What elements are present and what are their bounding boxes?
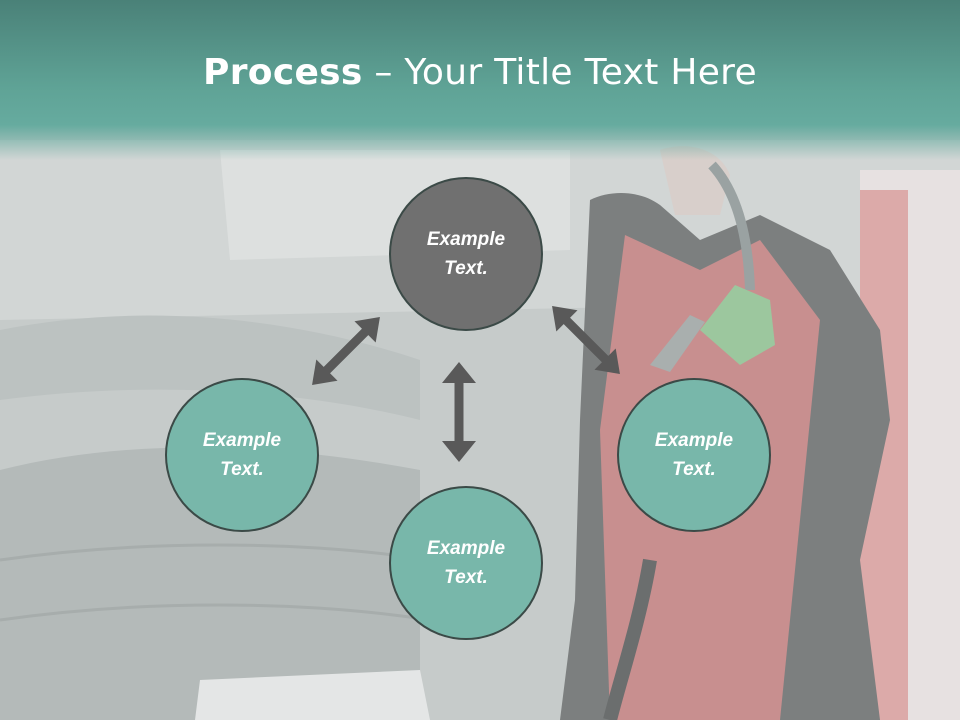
node-left-line1: Example	[202, 430, 282, 451]
process-node-left: Example Text.	[165, 378, 319, 532]
process-node-right: Example Text.	[617, 378, 771, 532]
node-top-line2: Text.	[444, 258, 488, 279]
node-top-line1: Example	[426, 229, 506, 250]
process-node-top: Example Text.	[389, 177, 543, 331]
process-node-bottom: Example Text.	[389, 486, 543, 640]
node-bottom-line1: Example	[426, 538, 506, 559]
node-right-line2: Text.	[672, 459, 716, 480]
header-band	[0, 0, 960, 160]
node-bottom-line2: Text.	[444, 567, 488, 588]
node-left-line2: Text.	[220, 459, 264, 480]
title-rest: – Your Title Text Here	[362, 52, 757, 93]
node-right-line1: Example	[654, 430, 734, 451]
title-bold: Process	[203, 52, 363, 93]
slide-title: Process – Your Title Text Here	[0, 52, 960, 93]
